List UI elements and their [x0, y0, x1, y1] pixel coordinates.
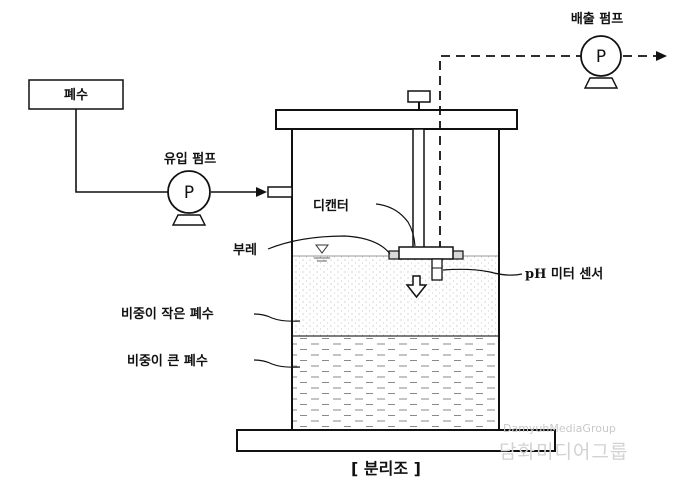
light-water-leader [253, 313, 301, 322]
light-liquid-layer [292, 256, 499, 336]
inflow-pump-label: 유입 펌프 [164, 151, 216, 167]
heavy-water-label: 비중이 큰 폐수 [127, 353, 208, 369]
discharge-pump-icon: P [580, 35, 622, 89]
tank-lid [275, 109, 518, 130]
float-leader [267, 235, 391, 255]
float-label: 부레 [233, 243, 257, 258]
discharge-line [439, 55, 581, 250]
discharge-pump-label: 배출 펌프 [571, 11, 623, 27]
watermark-line1: DamyuhMediaGroup [503, 422, 616, 435]
inflow-pump-icon: P [167, 170, 211, 226]
inlet-nozzle [267, 186, 293, 198]
heavy-water-leader [253, 359, 301, 368]
heavy-liquid-layer [292, 336, 499, 430]
ph-sensor-probe [431, 258, 443, 281]
decanter-label: 디캔터 [313, 198, 349, 214]
decanter-leader [375, 203, 416, 247]
inflow-pump-symbol: P [184, 183, 194, 203]
water-level-marker [315, 244, 329, 254]
diagram-caption: [ 분리조 ] [351, 459, 421, 478]
ph-sensor-label: pH 미터 센서 [525, 266, 603, 282]
decanter-pipe [412, 128, 425, 249]
discharge-arrow [656, 51, 667, 61]
light-water-label: 비중이 작은 폐수 [121, 306, 214, 322]
decanter-body [398, 246, 454, 260]
wastewater-label: 폐수 [64, 88, 88, 103]
lid-knob [407, 90, 431, 103]
wastewater-box [28, 79, 124, 110]
watermark-line2: 담화미디어그룹 [499, 441, 628, 463]
discharge-pump-symbol: P [596, 47, 606, 67]
inflow-line [75, 109, 168, 193]
inflow-arrow [256, 187, 267, 197]
down-arrow-icon [405, 275, 428, 299]
ph-sensor-leader [442, 268, 523, 276]
